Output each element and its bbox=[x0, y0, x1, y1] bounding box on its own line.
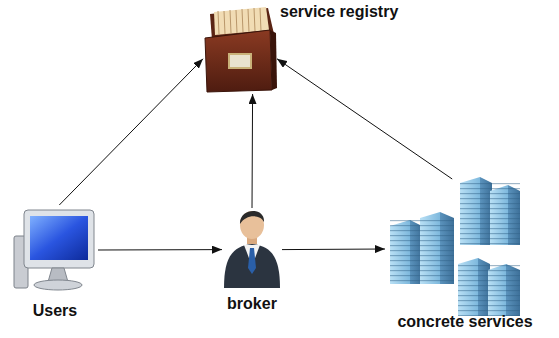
registry-node: service registry bbox=[203, 6, 277, 94]
person-icon bbox=[224, 211, 280, 288]
node-label: service registry bbox=[280, 2, 398, 21]
arrow-connector bbox=[277, 59, 452, 179]
broker-node: broker bbox=[222, 208, 282, 288]
computer-icon bbox=[14, 210, 94, 290]
node-label: concrete services bbox=[397, 312, 532, 331]
node-label: broker bbox=[227, 294, 277, 313]
services-node: concrete services bbox=[385, 172, 545, 312]
node-label: Users bbox=[33, 301, 77, 320]
building-icons bbox=[390, 177, 520, 316]
arrow-connector bbox=[252, 94, 254, 208]
arrow-connector bbox=[98, 249, 222, 250]
arrow-connector bbox=[59, 59, 203, 205]
users-node: Users bbox=[12, 205, 98, 295]
registry-drawer bbox=[205, 7, 277, 92]
arrow-connector bbox=[282, 249, 385, 251]
